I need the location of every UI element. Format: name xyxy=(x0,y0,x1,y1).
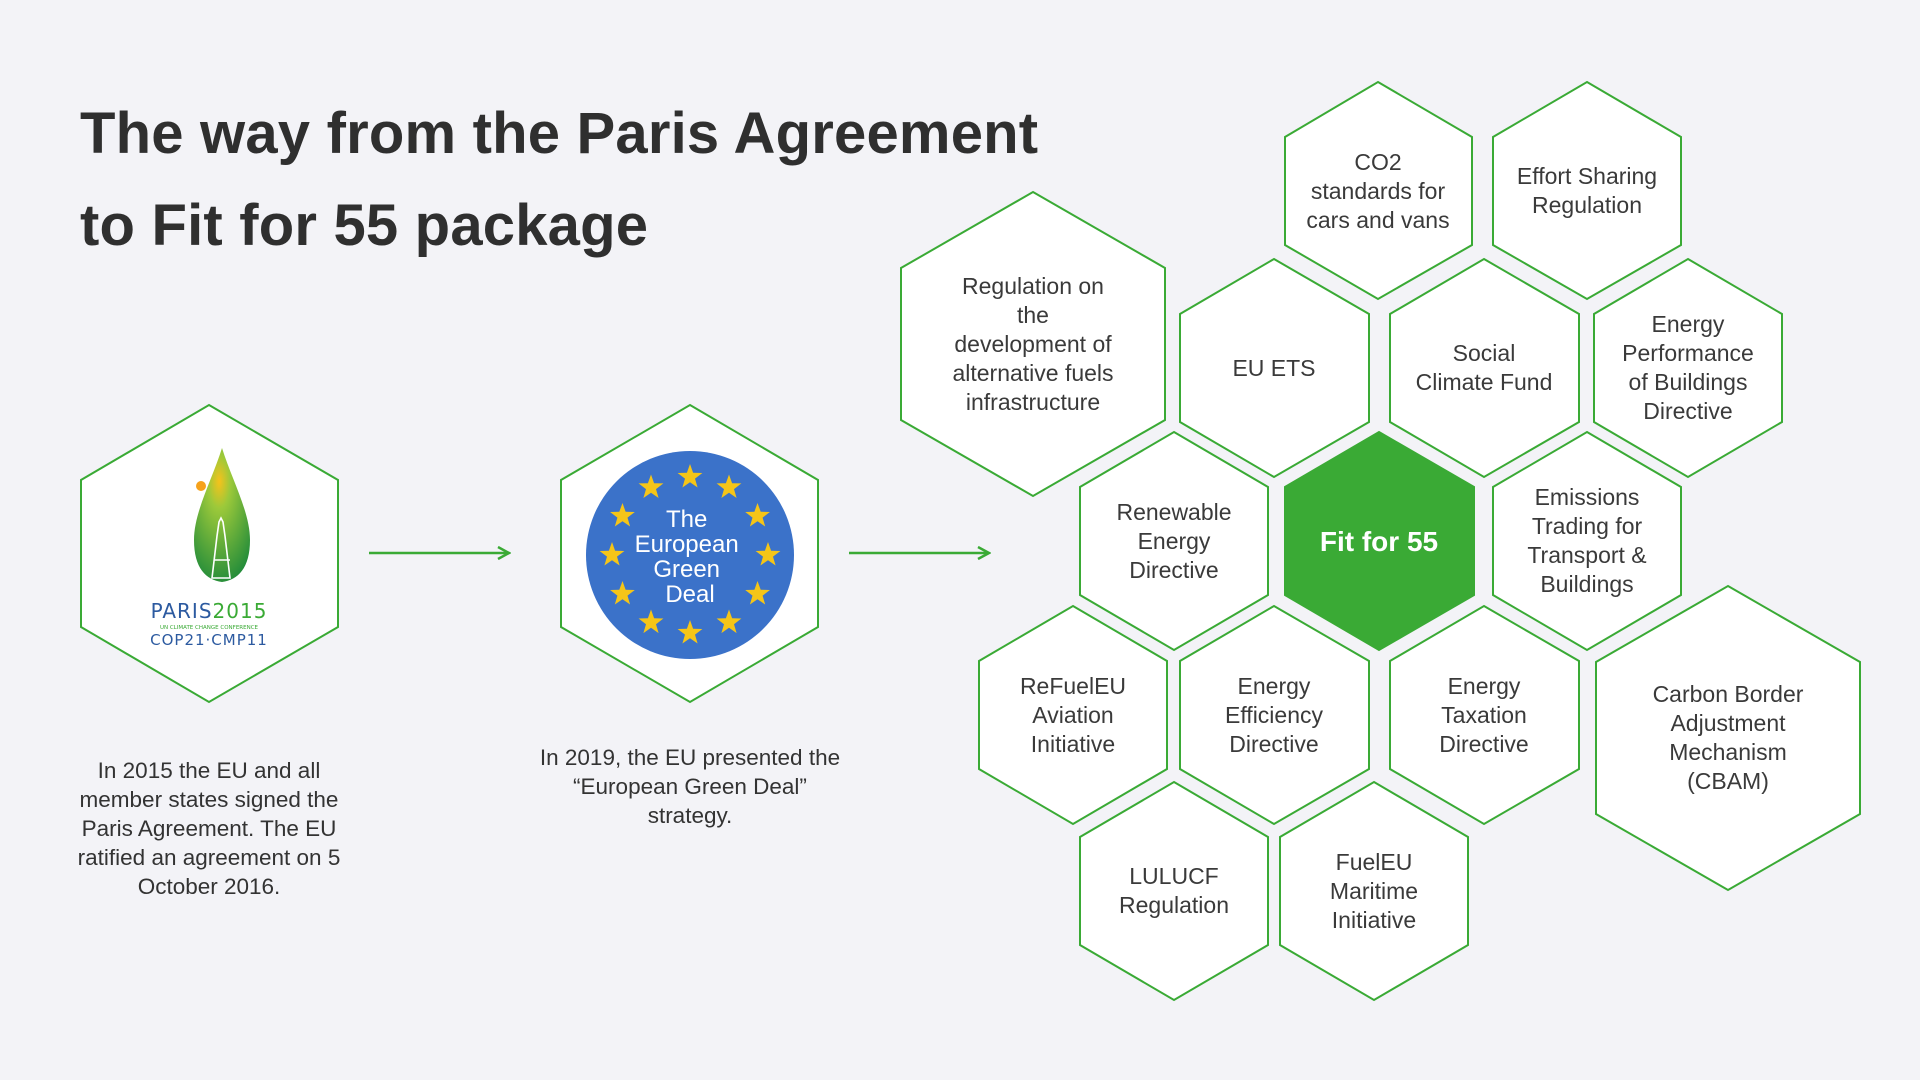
hex-fit-for-55-center xyxy=(1284,430,1475,652)
hex-refueleu xyxy=(978,604,1168,826)
eu-star-icon xyxy=(755,542,781,566)
page-title: The way from the Paris Agreement to Fit … xyxy=(80,88,1038,272)
green-deal-line-4: Deal xyxy=(665,581,714,608)
hex-epbd xyxy=(1593,257,1783,479)
green-deal-line-2: European xyxy=(635,531,739,558)
label-energy-efficiency: Energy Efficiency Directive xyxy=(1224,672,1323,757)
eu-star-icon xyxy=(638,474,664,498)
eu-stars-ring xyxy=(599,464,781,644)
paris-logo-year: 2015 xyxy=(213,599,268,623)
hex-effort-sharing xyxy=(1492,80,1682,301)
title-line-2: to Fit for 55 package xyxy=(80,193,649,258)
label-renewable-energy: Renewable Energy Directive xyxy=(1116,498,1232,583)
label-social-climate-fund: Social Climate Fund xyxy=(1415,340,1553,395)
label-refueleu: ReFuelEU Aviation Initiative xyxy=(1019,672,1127,757)
paris-logo-word: PARIS xyxy=(151,599,213,623)
paris-logo-main: PARIS2015 xyxy=(151,599,268,623)
hex-co2-standards xyxy=(1284,80,1473,301)
green-deal-line-1: The xyxy=(666,506,707,533)
green-deal-caption: In 2019, the EU presented the “European … xyxy=(539,745,841,828)
eu-star-icon xyxy=(638,609,664,634)
hex-eu-ets xyxy=(1179,257,1370,479)
hex-afir xyxy=(900,190,1166,498)
eu-star-icon xyxy=(716,609,742,634)
paris-2015-step: PARIS2015 UN CLIMATE CHANGE CONFERENCE C… xyxy=(80,403,339,704)
green-deal-logo-text: The European Green Deal xyxy=(635,506,746,608)
title-line-1: The way from the Paris Agreement xyxy=(80,101,1039,166)
paris-logo-bottom: COP21·CMP11 xyxy=(150,631,268,649)
green-deal-step: The European Green Deal xyxy=(560,403,819,704)
label-ets2: Emissions Trading for Transport & Buildi… xyxy=(1527,484,1647,597)
paris-logo-subtitle: UN CLIMATE CHANGE CONFERENCE xyxy=(160,625,259,631)
fit-for-55-hexagons xyxy=(900,80,1861,1002)
eu-star-icon xyxy=(599,542,625,566)
eu-star-icon xyxy=(716,474,742,498)
hex-lulucf xyxy=(1079,780,1269,1002)
paris-leaf-icon xyxy=(194,448,250,582)
label-co2-standards: CO2 standards for cars and vans xyxy=(1306,148,1450,233)
eu-star-icon xyxy=(677,464,703,488)
eu-star-icon xyxy=(610,503,635,527)
label-eu-ets: EU ETS xyxy=(1232,354,1316,381)
hex-fueleu-maritime xyxy=(1279,780,1469,1002)
hex-renewable-energy xyxy=(1079,430,1269,652)
paris-caption: In 2015 the EU and all member states sig… xyxy=(77,758,341,899)
label-cbam: Carbon Border Adjustment Mechanism (CBAM… xyxy=(1652,681,1804,794)
eu-green-deal-circle xyxy=(586,451,794,659)
eu-star-icon xyxy=(745,503,770,527)
label-fueleu-maritime: FuelEU Maritime Initiative xyxy=(1329,848,1419,933)
label-fit-for-55-center: Fit for 55 xyxy=(1319,525,1439,557)
hex-cbam xyxy=(1595,584,1861,892)
label-effort-sharing: Effort Sharing Regulation xyxy=(1516,163,1658,218)
eu-star-icon xyxy=(610,581,635,605)
hex-social-climate-fund xyxy=(1389,257,1580,479)
hex-energy-taxation xyxy=(1389,604,1580,826)
label-epbd: Energy Performance of Buildings Directiv… xyxy=(1622,311,1754,424)
label-lulucf: LULUCF Regulation xyxy=(1119,863,1229,918)
green-deal-line-3: Green xyxy=(653,556,720,583)
hex-ets2 xyxy=(1492,430,1682,652)
eu-star-icon xyxy=(745,581,770,605)
eu-star-icon xyxy=(677,620,703,644)
label-afir: Regulation on the development of alterna… xyxy=(952,272,1114,415)
hex-energy-efficiency xyxy=(1179,604,1370,826)
label-energy-taxation: Energy Taxation Directive xyxy=(1439,672,1529,757)
